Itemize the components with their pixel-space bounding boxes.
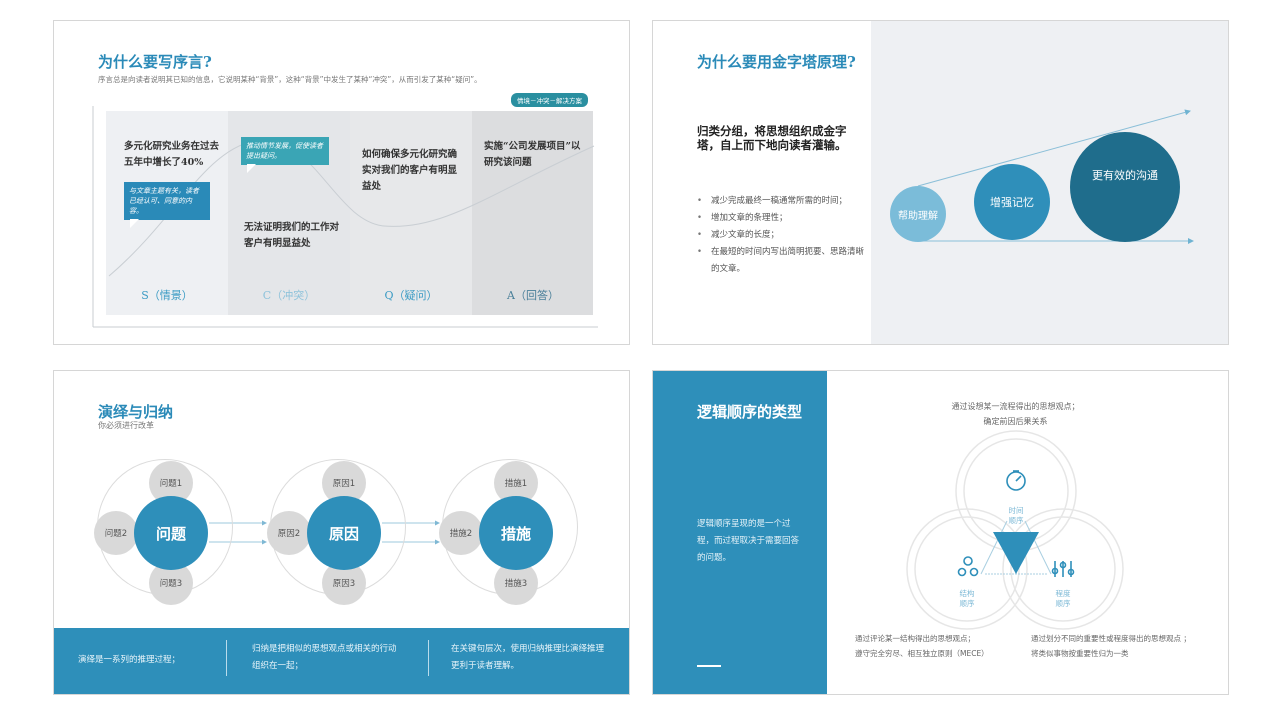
left-text-line: 遵守完全穷尽、相互独立原则（MECE）: [855, 649, 989, 658]
footer-text: 归纳是把相似的思想观点或相关的行动组织在一起；: [252, 644, 397, 671]
right-text-line: 将类似事物按重要性归为一类: [1031, 649, 1129, 658]
footer-band: 演绎是一系列的推理过程； 归纳是把相似的思想观点或相关的行动组织在一起； 在关键…: [54, 628, 629, 694]
slide-pyramid[interactable]: 为什么要用金字塔原理? 归类分组，将思想组织成金字塔，自上而下地向读者灌输。 减…: [652, 20, 1229, 345]
callout-s: 与文章主题有关，读者已经认可、同意的内容。: [124, 182, 210, 228]
column-q: [350, 111, 472, 315]
top-text-line: 通过设想某一流程得出的思想观点；: [951, 402, 1080, 411]
slide-subtitle: 序言总是向读者说明其已知的信息，它说明某种“背景”，这种“背景”中发生了某种“冲…: [98, 75, 482, 84]
lead-text: 归类分组，将思想组织成金字塔，自上而下地向读者灌输。: [697, 124, 847, 152]
circle-communication: 更有效的沟通: [1070, 132, 1180, 242]
column-c-text: 无法证明我们的工作对客户有明显益处: [244, 222, 340, 249]
group-center: 问题: [134, 496, 208, 570]
structure-icon: [957, 556, 979, 577]
footer-text: 在关键句层次，使用归纳推理比演绎推理更利于读者理解。: [451, 644, 605, 671]
callout-c: 推动情节发展，促使读者提出疑问。: [241, 137, 329, 173]
circle-memory: 增强记忆: [974, 164, 1050, 240]
item-circle: 问题2: [94, 511, 138, 555]
clock-icon: [1006, 470, 1026, 491]
callout-s-text: 与文章主题有关，读者已经认可、同意的内容。: [129, 187, 199, 215]
label-c: C（冲突）: [262, 289, 316, 302]
item-circle: 原因2: [267, 511, 311, 555]
slide-title: 为什么要写序言?: [98, 53, 212, 71]
slide-logic-order[interactable]: 逻辑顺序的类型 逻辑顺序呈现的是一个过程，而过程取决于需要回答的问题。 通过设想…: [652, 370, 1229, 695]
column-a: [472, 111, 593, 315]
right-text-line: 通过划分不同的重要性或程度得出的思想观点 ；: [1031, 634, 1191, 643]
column-q-text: 如何确保多元化研究确实对我们的客户有明显益处: [362, 149, 458, 192]
sliders-icon: [1051, 561, 1075, 577]
slide-deduction-induction[interactable]: 演绎与归纳 你必须进行改革 问题1 问题2 问题3 问题 原因1 原因2 原因3…: [53, 370, 630, 695]
slide-title: 为什么要用金字塔原理?: [697, 53, 856, 71]
group-center: 原因: [307, 496, 381, 570]
label-s: S（情景）: [141, 289, 193, 302]
label-degree: 程度顺序: [1055, 589, 1071, 608]
top-text: 通过设想某一流程得出的思想观点； 确定前因后果关系: [853, 399, 1178, 429]
bullet-item: 减少文章的长度；: [697, 227, 867, 244]
slide-title: 逻辑顺序的类型: [697, 403, 803, 421]
callout-c-text: 推动情节发展，促使读者提出疑问。: [246, 142, 323, 160]
growth-arrows: [917, 109, 1194, 244]
slide-title: 演绎与归纳: [98, 403, 174, 421]
top-text-line: 确定前因后果关系: [983, 417, 1048, 426]
right-text: 通过划分不同的重要性或程度得出的思想观点 ； 将类似事物按重要性归为一类: [1031, 631, 1226, 661]
scqa-badge: 情境－冲突－解决方案: [511, 93, 588, 107]
left-text: 通过评论某一结构得出的思想观点； 遵守完全穷尽、相互独立原则（MECE）: [855, 631, 1025, 661]
label-time: 时间顺序: [1008, 506, 1024, 525]
item-circle: 措施2: [439, 511, 483, 555]
column-s-text: 多元化研究业务在过去五年中增长了40%: [124, 141, 220, 168]
column-a-text: 实施“公司发展项目”以研究该问题: [484, 141, 581, 168]
divider: [428, 640, 429, 676]
triangle: [993, 532, 1039, 574]
accent-line: [697, 665, 721, 667]
footer-text: 演绎是一系列的推理过程；: [78, 655, 181, 665]
left-text-line: 通过评论某一结构得出的思想观点；: [855, 634, 975, 643]
slide-preface[interactable]: 为什么要写序言? 序言总是向读者说明其已知的信息，它说明某种“背景”，这种“背景…: [53, 20, 630, 345]
bullet-list: 减少完成最终一稿通常所需的时间； 增加文章的条理性； 减少文章的长度； 在最短的…: [697, 193, 867, 278]
bullet-item: 增加文章的条理性；: [697, 210, 867, 227]
circle-understand: 帮助理解: [890, 186, 946, 242]
label-a: A（回答）: [507, 289, 559, 302]
label-structure: 结构顺序: [959, 589, 975, 608]
venn-diagram: [906, 430, 1124, 630]
bullet-item: 减少完成最终一稿通常所需的时间；: [697, 193, 867, 210]
body-text: 逻辑顺序呈现的是一个过程，而过程取决于需要回答的问题。: [697, 519, 800, 563]
divider: [226, 640, 227, 676]
left-panel: 逻辑顺序的类型 逻辑顺序呈现的是一个过程，而过程取决于需要回答的问题。: [653, 371, 827, 694]
group-center: 措施: [479, 496, 553, 570]
label-q: Q（疑问）: [384, 289, 438, 302]
slide-subtitle: 你必须进行改革: [98, 421, 154, 430]
bullet-item: 在最短的时间内写出简明扼要、思路清晰的文章。: [697, 244, 867, 278]
